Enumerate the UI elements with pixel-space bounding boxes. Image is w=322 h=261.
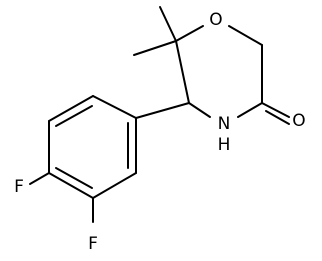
atom-fluorine-bottom: F (88, 234, 98, 254)
bond-c-f-top (29, 172, 50, 185)
bond-methyl-lower (133, 40, 177, 56)
difluorophenyl-ring (48, 95, 137, 199)
bond-nitrogen-chiral (188, 102, 211, 118)
bond-oxygen-ch2 (228, 25, 263, 46)
fluorine-bonds (29, 172, 94, 223)
bond-chiral-cmethyl (175, 40, 190, 104)
atom-oxygen-carbonyl: O (292, 111, 305, 131)
bond-carbonyl-nitrogen (237, 102, 263, 118)
bond-chiral-aryl (135, 102, 190, 119)
bond-methyl-upper (159, 6, 177, 42)
bond-cmethyl-oxygen (175, 25, 204, 42)
morpholinone-ring (175, 25, 263, 118)
gem-dimethyl-bonds (133, 6, 177, 56)
atom-fluorine-top: F (14, 177, 24, 197)
atom-nitrogen-hydrogen: H (218, 135, 231, 155)
atom-oxygen-ring: O (209, 10, 222, 30)
atom-nitrogen: N (218, 114, 231, 134)
carbonyl-double-bond (261, 102, 290, 125)
